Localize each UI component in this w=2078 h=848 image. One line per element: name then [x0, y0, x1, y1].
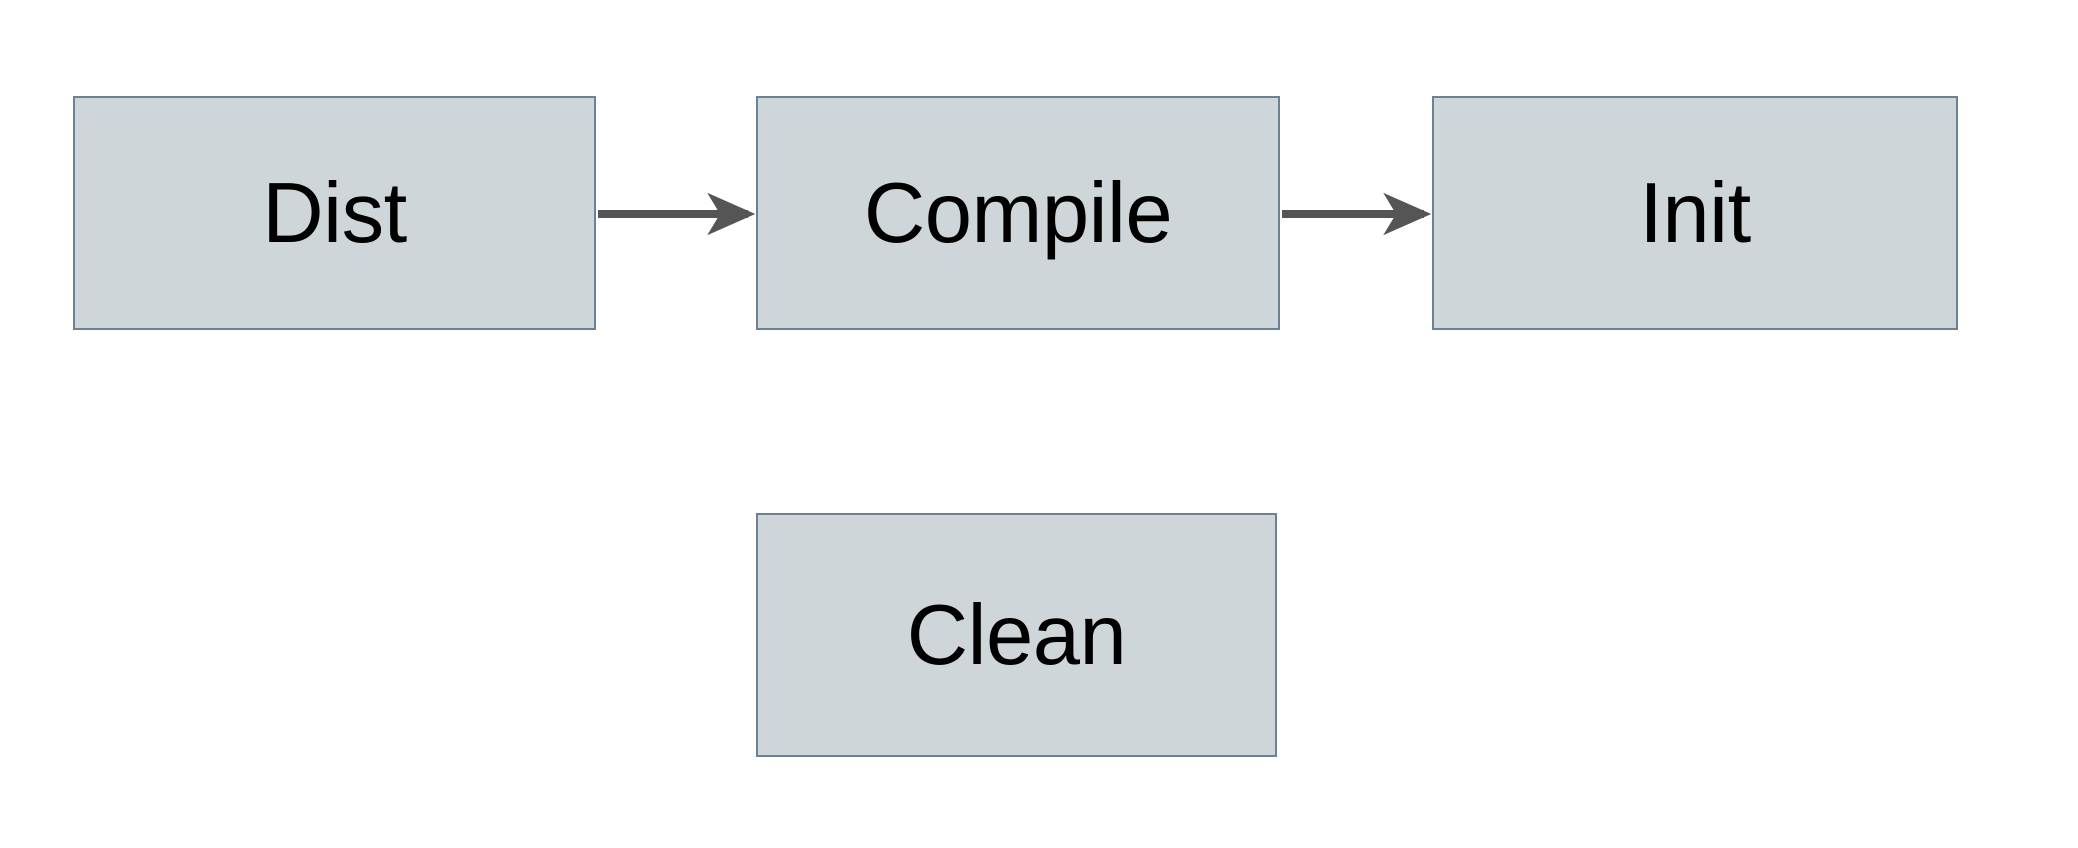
node-init[interactable]: Init — [1432, 96, 1958, 330]
node-label-clean: Clean — [906, 587, 1127, 683]
node-label-dist: Dist — [262, 165, 407, 261]
node-dist[interactable]: Dist — [73, 96, 596, 330]
node-clean[interactable]: Clean — [756, 513, 1277, 757]
node-label-init: Init — [1639, 165, 1751, 261]
node-compile[interactable]: Compile — [756, 96, 1280, 330]
node-label-compile: Compile — [863, 165, 1173, 261]
